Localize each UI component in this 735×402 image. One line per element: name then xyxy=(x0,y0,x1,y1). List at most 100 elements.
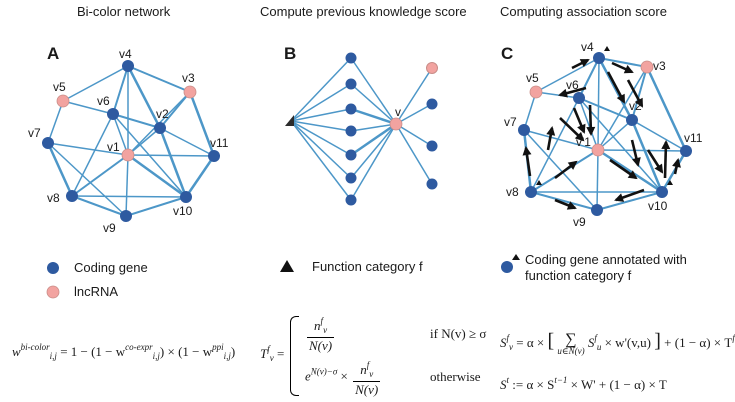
network-c-node-v1 xyxy=(591,143,605,157)
header-bicolor-network: Bi-color network xyxy=(77,4,171,19)
network-b-edge xyxy=(290,57,352,122)
network-c-node-v5 xyxy=(529,85,543,99)
network-c-label-v9: v9 xyxy=(573,215,586,229)
network-a-edge xyxy=(47,100,64,144)
network-c-edge xyxy=(597,119,633,151)
network-c-edge xyxy=(597,148,663,194)
network-c-arrow-head xyxy=(672,158,681,168)
network-c-edge xyxy=(631,119,687,152)
legend-lncrna-dot xyxy=(46,285,60,299)
network-a-label-v7: v7 xyxy=(28,126,41,140)
network-b-center-label: v xyxy=(395,105,401,119)
network-c-label-v3: v3 xyxy=(653,59,666,73)
network-c-arrow-head xyxy=(566,201,577,210)
network-b-node-left xyxy=(345,125,357,137)
legend-coding-label: Coding gene xyxy=(74,260,148,275)
network-b-node-left xyxy=(345,103,357,115)
network-c-node-v11 xyxy=(680,145,692,157)
legend-coding-dot xyxy=(47,262,59,274)
formula-prior-lhs: Tfv = xyxy=(260,344,285,363)
network-b-node-left xyxy=(345,172,357,184)
network-c-arrow-head xyxy=(522,146,532,156)
network-c-label-v6: v6 xyxy=(566,78,579,92)
network-a-node-v7 xyxy=(42,137,54,149)
legend-annotated-line2: function category f xyxy=(525,268,632,283)
network-c-label-v5: v5 xyxy=(526,71,539,85)
network-b-edge xyxy=(290,120,352,156)
network-c-arrow-head xyxy=(567,160,578,170)
legend-annotated-icon xyxy=(501,254,520,273)
network-a-edge xyxy=(71,195,187,198)
network-a-edge xyxy=(184,155,216,198)
network-a-edge xyxy=(159,127,215,157)
network-c-node-v7 xyxy=(518,124,530,136)
network-c-edge xyxy=(530,191,598,211)
network-c-arrow-head xyxy=(627,170,638,180)
network-a-edge xyxy=(127,65,191,93)
network-c-edge xyxy=(597,149,687,152)
network-a-edge xyxy=(125,196,187,217)
legend-function-label: Function category f xyxy=(312,259,423,274)
network-b-edge xyxy=(395,103,433,125)
network-c-edge xyxy=(646,66,687,152)
network-c-arrow-head xyxy=(586,126,596,136)
network-a-node-v5 xyxy=(56,94,70,108)
formula-association-1: Sfv = α × [ ∑ u∈N(v) Sfu × w'(v,u) ] + (… xyxy=(500,330,735,357)
network-a-label-v6: v6 xyxy=(97,94,110,108)
network-a-edge xyxy=(127,153,187,199)
formula-prior-brace xyxy=(290,316,299,396)
network-c-label-v10: v10 xyxy=(648,199,668,213)
panel-letter-a: A xyxy=(47,44,60,63)
network-b-edge xyxy=(350,57,397,125)
network-b-edge xyxy=(350,123,397,179)
network-a-node-v6 xyxy=(107,108,119,120)
network-a-label-v9: v9 xyxy=(103,221,116,235)
network-c-node-v8 xyxy=(525,186,537,198)
network-c-arrow-head xyxy=(614,193,625,202)
network-a-node-v8 xyxy=(66,190,78,202)
network-a-edge xyxy=(62,65,129,102)
network-a-edge xyxy=(112,65,129,115)
network-c-label-v7: v7 xyxy=(504,115,517,129)
network-a-node-v9 xyxy=(120,210,132,222)
network-c-arrow-head xyxy=(623,65,634,74)
network-a-edge xyxy=(127,154,215,157)
network-c-arrow-head xyxy=(661,140,671,150)
network-a-edge xyxy=(126,65,162,129)
network-a-edge xyxy=(158,127,188,198)
network-a-label-v8: v8 xyxy=(47,191,60,205)
network-b-edge xyxy=(395,123,433,147)
network-b-node-left xyxy=(345,194,357,206)
network-c-label-v1: v'1 xyxy=(576,135,591,149)
network-c-edge xyxy=(523,129,598,211)
network-c-arrow-head xyxy=(574,131,585,142)
triangle-icon xyxy=(280,260,294,272)
network-b-edge xyxy=(290,120,352,179)
formula-prior-case2: eN(v)−σ × nfv N(v) xyxy=(305,360,381,397)
network-b-edge xyxy=(350,122,397,157)
network-c-edge xyxy=(578,57,600,99)
network-c-edge xyxy=(535,57,600,93)
network-c-node-v10 xyxy=(656,186,668,198)
network-b-edge xyxy=(290,120,352,132)
network-a-edge xyxy=(189,91,215,157)
header-association-score: Computing association score xyxy=(500,4,667,19)
formula-association-2: St := α × St−1 × W' + (1 − α) × T xyxy=(500,375,667,392)
network-a-node-v3 xyxy=(183,85,197,99)
network-a-edge xyxy=(71,154,129,197)
network-b-edge xyxy=(395,67,433,125)
network-c-arrow-head xyxy=(579,59,590,68)
network-a-edge xyxy=(127,127,161,156)
network-a-node-v2 xyxy=(154,122,166,134)
network-a-label-v1: v1 xyxy=(107,140,120,154)
panel-letter-b: B xyxy=(284,44,297,63)
formula-prior-cond1: if N(v) ≥ σ xyxy=(430,326,487,341)
network-a-edge xyxy=(71,113,114,197)
network-b-node-right xyxy=(426,140,438,152)
network-b-edge xyxy=(395,123,433,185)
network-a-edge xyxy=(112,113,129,156)
network-c-node-v2 xyxy=(626,114,638,126)
network-a-label-v4: v4 xyxy=(119,47,132,61)
network-a-node-v1 xyxy=(121,148,135,162)
